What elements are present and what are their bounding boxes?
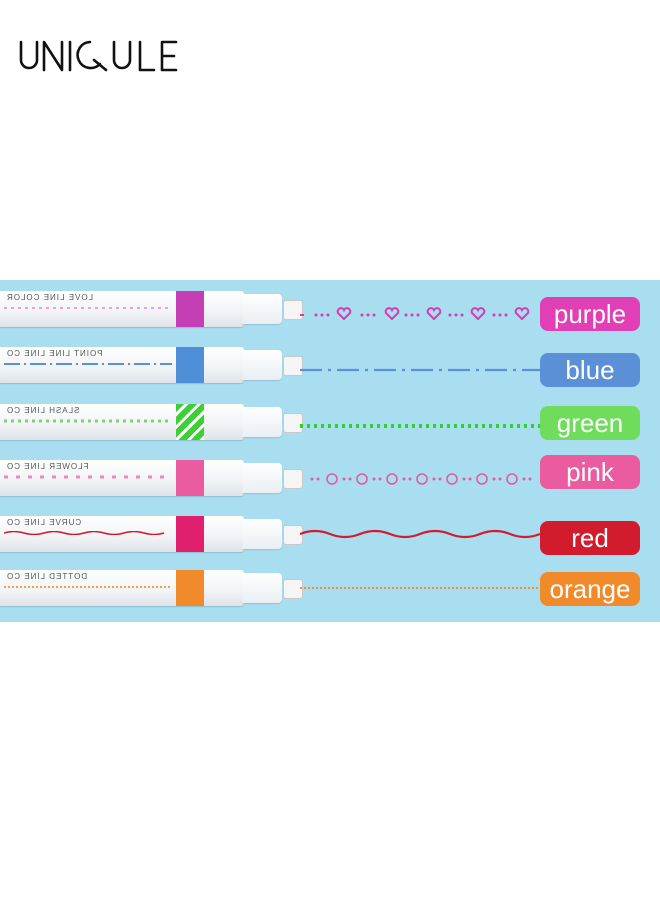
pen-blue: POINT LINE LINE CO	[0, 347, 303, 383]
color-band	[176, 460, 204, 496]
pen-lineup-banner: LOVE LINE COLOR POINT LINE LINE CO SLASH…	[0, 280, 660, 622]
pen-pink: FLOWER LINE CO	[0, 460, 303, 496]
pen-red: CURVE LINE CO	[0, 516, 303, 552]
roller-nib	[283, 300, 303, 320]
pen-tip	[242, 294, 282, 324]
pen-style-label: LOVE LINE COLOR	[6, 293, 94, 302]
pen-style-label: CURVE LINE CO	[6, 518, 82, 527]
color-tag-orange: orange	[540, 572, 640, 606]
heart-line-sample	[4, 307, 172, 309]
pen-style-label: DOTTED LINE CO	[6, 572, 88, 581]
color-band	[176, 347, 204, 383]
color-tag-pink: pink	[540, 455, 640, 489]
pen-green: SLASH LINE CO	[0, 404, 303, 440]
color-tag-purple: purple	[540, 297, 640, 331]
pen-orange: DOTTED LINE CO	[0, 570, 303, 606]
unique-logo	[19, 40, 178, 72]
wave-stroke-sample	[300, 529, 540, 539]
pen-style-label: POINT LINE LINE CO	[6, 349, 103, 358]
dotted-stroke-sample	[300, 587, 540, 589]
slash-line-sample	[4, 419, 172, 423]
dash-dot-stroke-sample	[300, 368, 540, 372]
pen-tip	[242, 463, 282, 493]
pen-purple: LOVE LINE COLOR	[0, 291, 303, 327]
pen-style-label: SLASH LINE CO	[6, 406, 80, 415]
color-tag-blue: blue	[540, 353, 640, 387]
color-band	[176, 570, 204, 606]
roller-nib	[283, 413, 303, 433]
flower-line-sample	[4, 475, 172, 479]
heart-stroke-sample	[300, 307, 530, 321]
roller-nib	[283, 469, 303, 489]
pen-tip	[242, 573, 282, 603]
roller-nib	[283, 356, 303, 376]
dotted-line-sample	[4, 586, 172, 588]
color-tag-red: red	[540, 521, 640, 555]
pen-style-label: FLOWER LINE CO	[6, 462, 89, 471]
roller-nib	[283, 579, 303, 599]
wave-line-sample	[4, 531, 165, 535]
roller-nib	[283, 525, 303, 545]
dash-dot-line-sample	[4, 363, 172, 365]
pen-tip	[242, 350, 282, 380]
color-tag-green: green	[540, 406, 640, 440]
color-band	[176, 516, 204, 552]
slash-stroke-sample	[300, 424, 540, 428]
pen-tip	[242, 407, 282, 437]
color-band	[176, 291, 204, 327]
pen-tip	[242, 519, 282, 549]
color-band	[176, 404, 204, 440]
flower-stroke-sample	[310, 473, 532, 485]
